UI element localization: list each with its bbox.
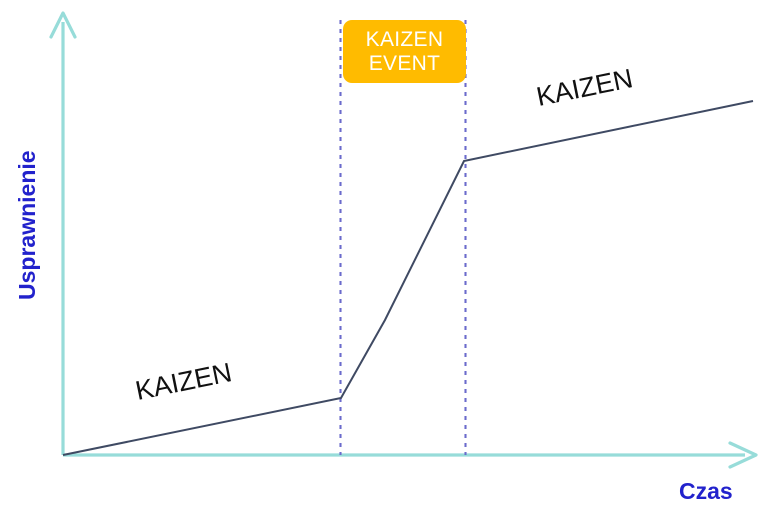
x-axis	[63, 441, 758, 469]
improvement-trend-line	[62, 100, 754, 456]
x-axis-title: Czas	[679, 478, 733, 504]
x-axis-arrowhead-icon	[728, 441, 758, 469]
kaizen-event-line-2: EVENT	[368, 51, 441, 75]
y-axis	[49, 11, 77, 455]
y-axis-title: Usprawnienie	[14, 150, 40, 300]
kaizen-event-line-1: KAIZEN	[365, 27, 444, 51]
kaizen-event-callout: KAIZEN EVENT	[343, 20, 466, 83]
y-axis-arrowhead-icon	[49, 11, 77, 39]
